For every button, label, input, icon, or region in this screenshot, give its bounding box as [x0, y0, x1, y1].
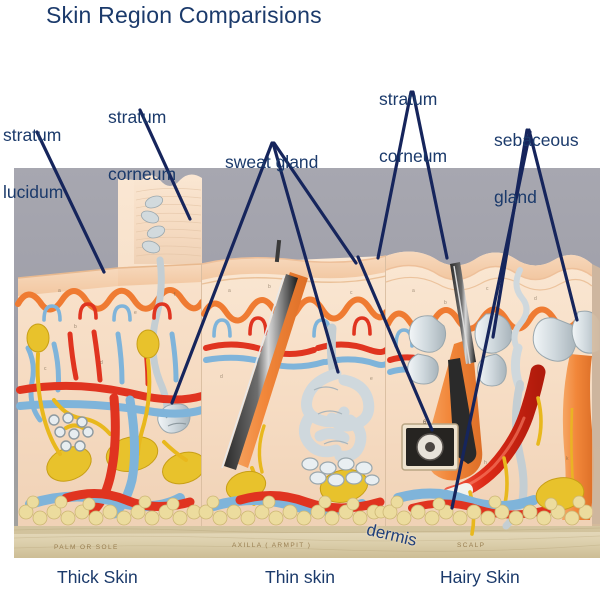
svg-text:d: d: [534, 296, 537, 302]
caption-thin-skin: Thin skin: [265, 567, 336, 587]
panel-thin-skin: a b c d e: [198, 239, 389, 526]
callout-line: gland: [494, 187, 537, 207]
svg-text:d: d: [100, 360, 103, 366]
callout-line: stratum: [379, 89, 438, 109]
model-inset-window: 6: [401, 420, 459, 471]
callout-sebaceous-gland: sebaceous gland: [494, 93, 579, 245]
callout-line: stratum: [108, 107, 167, 127]
svg-text:d: d: [220, 374, 223, 380]
caption-hairy-skin: Hairy Skin: [440, 567, 520, 587]
svg-text:a: a: [228, 288, 231, 294]
base-engraving-axilla: AXILLA ( ARMPIT ): [232, 542, 312, 549]
meissner-cluster: [48, 412, 94, 452]
svg-text:k: k: [566, 456, 569, 462]
callout-line: corneum: [108, 164, 177, 184]
base-engraving-scalp: SCALP: [457, 542, 486, 549]
fat-layer-left: [18, 495, 202, 526]
callout-stratum-corneum-left: stratum corneum: [108, 70, 176, 222]
callout-stratum-corneum-right: stratum corneum: [379, 52, 447, 204]
base-engraving-palm: PALM OR SOLE: [54, 544, 119, 551]
svg-text:b: b: [74, 324, 77, 330]
svg-text:c: c: [44, 366, 47, 372]
callout-stratum-lucidum: stratum lucidum: [3, 88, 63, 240]
callout-line: lucidum: [3, 182, 64, 202]
svg-text:b: b: [444, 300, 447, 306]
svg-text:e: e: [370, 376, 373, 382]
svg-text:c: c: [350, 290, 353, 296]
panel-hairy-skin: 6: [382, 251, 600, 536]
callout-line: sebaceous: [494, 130, 579, 150]
svg-text:e: e: [134, 310, 137, 316]
svg-text:h: h: [484, 460, 487, 466]
callout-line: sweat gland: [225, 152, 319, 172]
callout-sweat-gland: sweat gland: [225, 115, 318, 210]
page-title: Skin Region Comparisions: [46, 2, 322, 28]
callout-line: corneum: [379, 146, 448, 166]
svg-text:b: b: [268, 284, 271, 290]
caption-thick-skin: Thick Skin: [57, 567, 138, 587]
callout-line: stratum: [3, 125, 62, 145]
svg-text:a: a: [412, 288, 415, 294]
svg-text:a: a: [58, 288, 61, 294]
